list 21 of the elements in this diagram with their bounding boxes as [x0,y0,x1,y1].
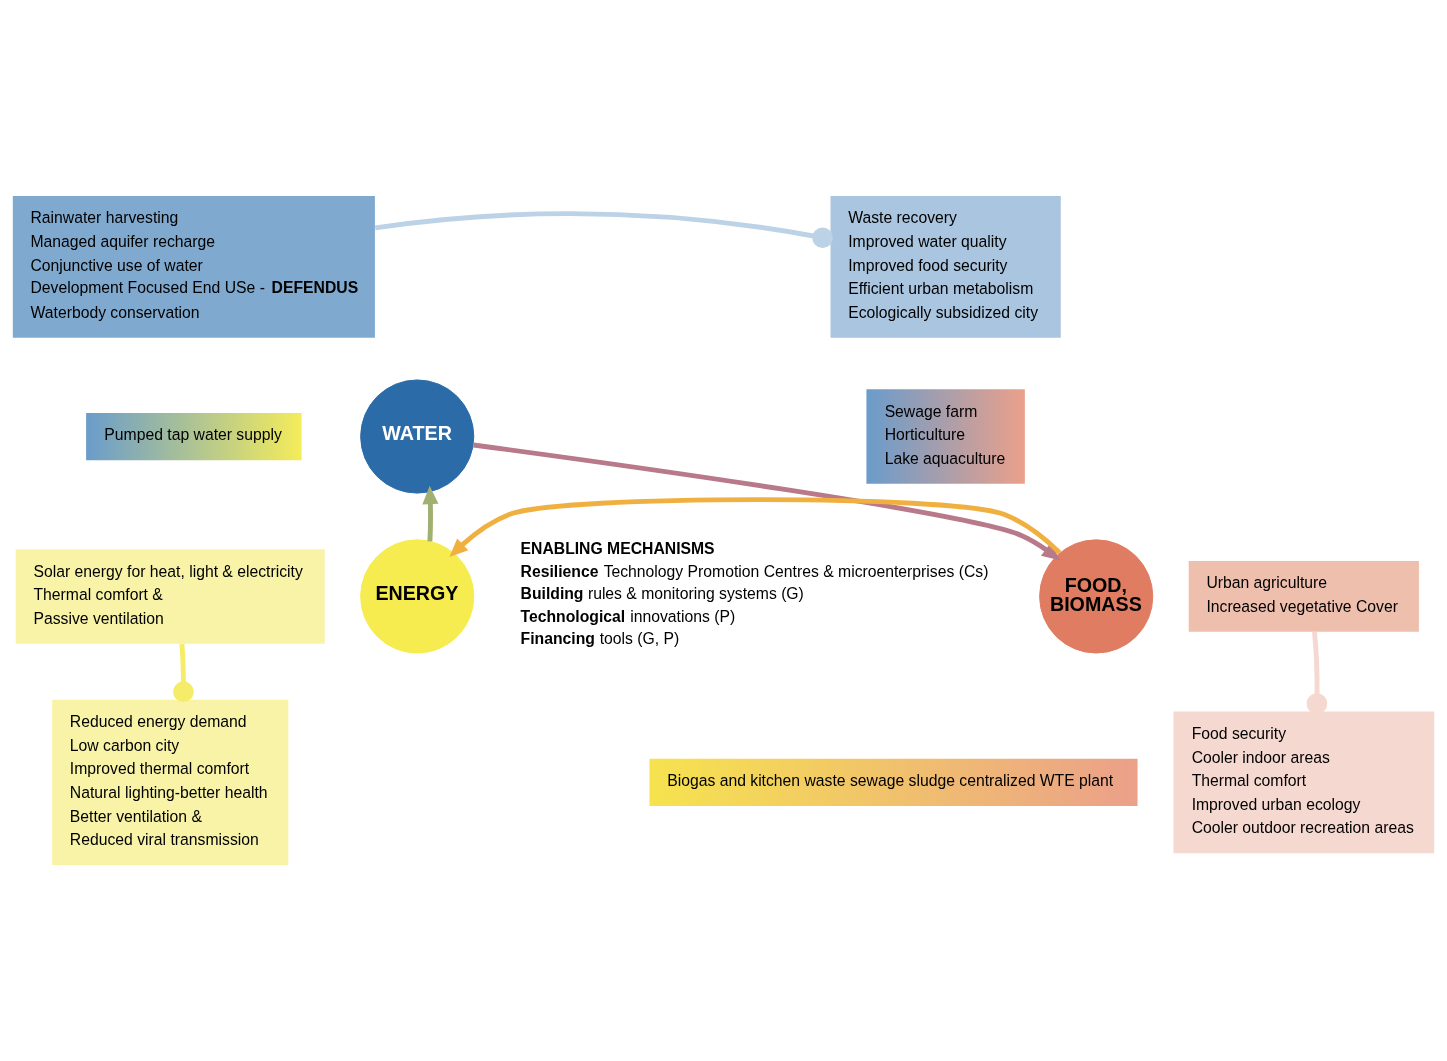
node-box: Reduced energy demand Low carbon city Improved thermal comfort Natural lighting-better health Better ventilation & Reduced viral transmission [52,699,289,866]
node-box: Solar energy for heat, light & electricity Thermal comfort & Passive ventilation [15,549,325,644]
arrow [422,485,439,542]
arrow [473,442,1061,561]
connector [173,643,194,702]
label: Building rules & monitoring systems (G) [520,585,804,603]
label: Financing tools (G, P) [520,630,680,648]
node-circle: WATER [360,379,475,494]
node-box: Urban agriculture Increased vegetative Cover [1188,561,1419,632]
connector [1306,631,1328,714]
node-box: Rainwater harvesting Managed aquifer recharge Conjunctive use of water Development Focused End USe - DEFENDUS Waterbody conservation [12,195,375,338]
node-box: Sewage farm Horticulture Lake aquaculture [866,389,1025,484]
node-box: Waste recovery Improved water quality Improved food security Efficient urban metabolism Ecologically subsidized city [830,195,1061,338]
connector [374,211,833,249]
label: Technological innovations (P) [520,607,736,625]
node-box: Biogas and kitchen waste sewage sludge centralized WTE plant [649,758,1138,806]
label: ENABLING MECHANISMS [520,539,715,557]
label: Resilience Technology Promotion Centres & microenterprises (Cs) [520,562,989,580]
node-box: Pumped tap water supply [86,412,302,461]
node-box: Food security Cooler indoor areas Thermal comfort Improved urban ecology Cooler outdoor recreation areas [1173,711,1435,854]
arrow [449,497,1062,557]
